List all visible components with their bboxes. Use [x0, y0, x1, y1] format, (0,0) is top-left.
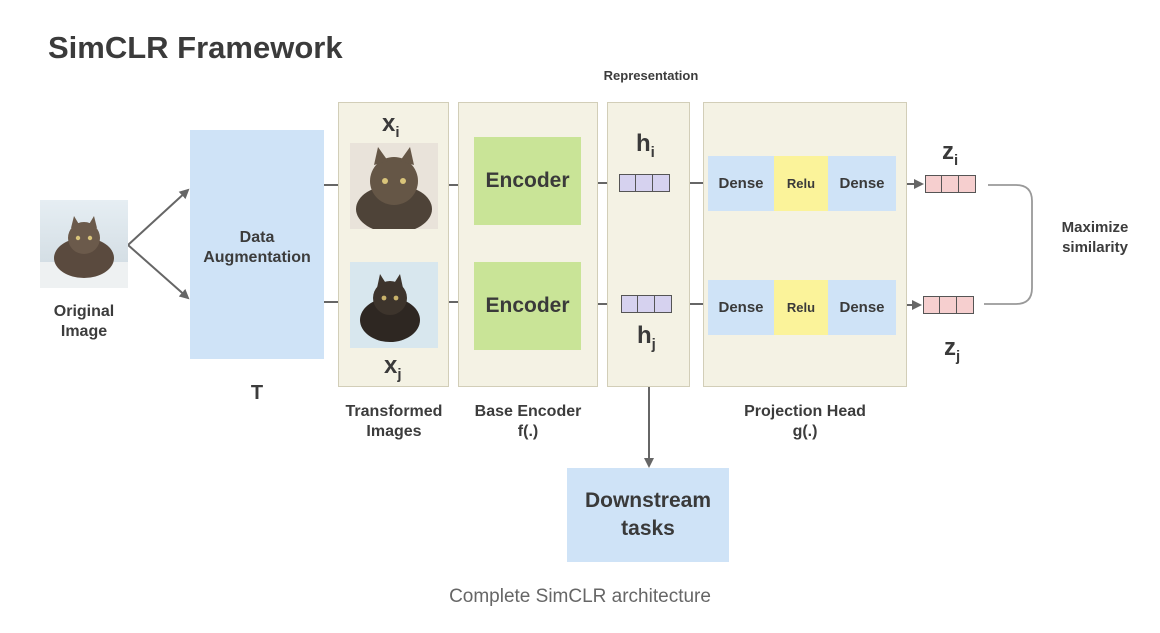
transformed-image-j	[350, 262, 438, 348]
hi-vector	[618, 174, 670, 192]
relu-bottom: Relu	[774, 280, 828, 335]
data-augmentation-label: Data Augmentation	[203, 229, 311, 266]
projection-head-panel	[703, 102, 907, 387]
original-image	[40, 200, 128, 288]
zj-vector	[922, 296, 974, 314]
similarity-bracket	[984, 184, 1033, 305]
hi-symbol: hi	[636, 130, 655, 161]
encoder-bottom: Encoder	[474, 262, 581, 350]
relu-top: Relu	[774, 156, 828, 211]
encoder-top: Encoder	[474, 137, 581, 225]
hj-symbol: hj	[637, 322, 656, 353]
augmentation-t-label: T	[250, 382, 264, 404]
base-encoder-label: Base Encoder f(.)	[474, 403, 582, 440]
representation-panel	[607, 102, 690, 387]
dense-bottom-left: Dense	[708, 280, 774, 335]
cat-image-icon	[350, 143, 438, 229]
representation-label: Representation	[603, 68, 699, 83]
transformed-images-label: Transformed Images	[345, 403, 443, 440]
original-image-label: Original Image	[53, 303, 115, 340]
dense-top-right: Dense	[828, 156, 896, 211]
diagram-title: SimCLR Framework	[48, 30, 343, 65]
zi-symbol: zi	[942, 138, 959, 169]
arrow-original-to-aug-top	[127, 188, 190, 246]
zj-symbol: zj	[944, 334, 961, 365]
xj-symbol: xj	[384, 352, 402, 383]
data-augmentation-box	[190, 130, 324, 359]
projection-head-label: Projection Head g(.)	[744, 403, 866, 440]
downstream-tasks-box: Downstream tasks	[567, 468, 729, 562]
dense-bottom-right: Dense	[828, 280, 896, 335]
cat-image-icon	[350, 262, 438, 348]
dense-top-left: Dense	[708, 156, 774, 211]
figure-caption: Complete SimCLR architecture	[449, 586, 711, 607]
arrow-original-to-aug-bottom	[127, 244, 190, 300]
cat-image-icon	[40, 216, 128, 288]
transformed-image-i	[350, 143, 438, 229]
zi-vector	[924, 175, 976, 193]
xi-symbol: xi	[382, 110, 400, 141]
hj-vector	[620, 295, 672, 313]
maximize-similarity-label: Maximize similarity	[1061, 219, 1129, 256]
